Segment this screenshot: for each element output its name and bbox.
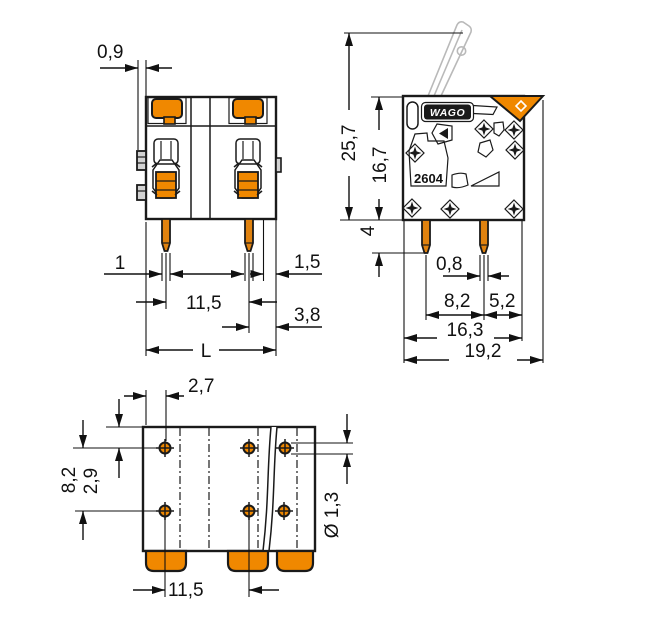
wago-logo: WAGO	[420, 101, 498, 123]
dim-side-pin-length: 4	[358, 225, 424, 277]
dim-label: 16,7	[370, 147, 391, 184]
solder-pin	[244, 218, 254, 252]
release-lever-phantom	[427, 21, 473, 97]
molded-star-icon	[505, 140, 525, 160]
solder-pin	[421, 219, 431, 254]
bottom-view	[141, 425, 317, 573]
dim-front-pole-pitch: 11,5	[136, 253, 277, 333]
molded-star-icon	[504, 199, 524, 219]
dim-bottom-first-pin-offset: 2,7	[124, 376, 214, 441]
dim-label: 0,8	[436, 254, 462, 275]
dim-front-pin-width: 1	[104, 220, 265, 281]
dim-front-total-length: L	[145, 220, 277, 362]
diamond-icon	[514, 99, 528, 113]
marking-outline	[408, 132, 449, 187]
break-line	[268, 426, 278, 552]
molded-shape	[470, 171, 500, 187]
dim-label: 25,7	[339, 125, 360, 162]
dim-bottom-row-offset: 2,9	[81, 399, 142, 494]
wire-entry	[233, 138, 263, 199]
side-body	[401, 94, 526, 222]
pin-hole	[156, 439, 174, 457]
molded-shape	[451, 172, 469, 189]
series-marking-label: 2604	[414, 171, 444, 186]
side-view: WAGO 2604	[401, 21, 546, 254]
pin-hole	[275, 502, 293, 520]
molded-star-icon	[402, 198, 422, 218]
wire-entry	[151, 138, 181, 199]
dim-side-total-height: 25,7	[339, 32, 463, 221]
side-tab	[136, 184, 147, 201]
dim-label: 11,5	[186, 293, 222, 314]
dim-side-pin-width: 0,8	[436, 254, 509, 281]
tool-slot	[406, 101, 419, 130]
dim-front-pin-to-edge: 3,8	[222, 305, 322, 331]
dim-label: 5,2	[489, 291, 515, 312]
dim-bottom-hole-diameter: Ø 1,3	[291, 414, 353, 538]
dim-label: 0,9	[97, 42, 123, 63]
dim-label: 11,5	[168, 580, 204, 601]
solder-pin	[479, 219, 489, 254]
dim-side-pin-row-pitch: 8,2	[425, 255, 485, 320]
push-lever	[228, 96, 268, 125]
dim-label: L	[201, 341, 212, 362]
mounting-tab	[226, 549, 270, 573]
front-view	[136, 95, 282, 252]
pin-hole	[276, 439, 294, 457]
dim-label: 3,8	[294, 305, 320, 326]
dim-bottom-pole-pitch: 11,5	[133, 517, 279, 601]
lever-symbol-icon	[431, 123, 453, 145]
molded-star-icon	[440, 199, 460, 219]
dim-label: 19,2	[465, 341, 502, 362]
orange-corner-marker	[487, 95, 546, 123]
molded-shape	[477, 139, 494, 158]
mounting-tab	[275, 549, 315, 573]
molded-shape	[493, 121, 505, 137]
dim-label: 2,7	[188, 376, 214, 397]
dim-bottom-row-pitch: 8,2	[59, 420, 158, 540]
dim-label: 2,9	[81, 468, 102, 494]
dim-label: 1	[115, 253, 126, 274]
dim-label: 16,3	[447, 320, 484, 341]
dim-front-tab-protrusion: 0,9	[97, 42, 172, 150]
molded-star-icon	[504, 120, 524, 140]
molded-star-icon	[405, 143, 425, 163]
side-notch	[275, 157, 282, 173]
dim-side-body-height: 16,7	[370, 96, 402, 220]
pin-hole	[240, 439, 258, 457]
side-tab	[136, 150, 147, 171]
dim-label: Ø 1,3	[322, 492, 343, 538]
mounting-tab	[144, 549, 188, 573]
solder-pin	[161, 218, 171, 252]
dim-side-total-depth: 19,2	[404, 100, 544, 364]
dim-side-pin-to-front: 5,2	[484, 221, 523, 341]
dim-label: 8,2	[444, 291, 470, 312]
dim-side-body-depth: 16,3	[403, 221, 522, 363]
break-line	[262, 426, 272, 552]
push-lever	[147, 96, 187, 125]
brand-logo-label: WAGO	[430, 107, 465, 119]
dim-front-right-inset: 1,5	[250, 252, 322, 278]
dim-label: 4	[358, 225, 379, 236]
molded-star-icon	[474, 119, 494, 139]
dim-label: 1,5	[294, 252, 320, 273]
dim-label: 8,2	[59, 467, 80, 493]
